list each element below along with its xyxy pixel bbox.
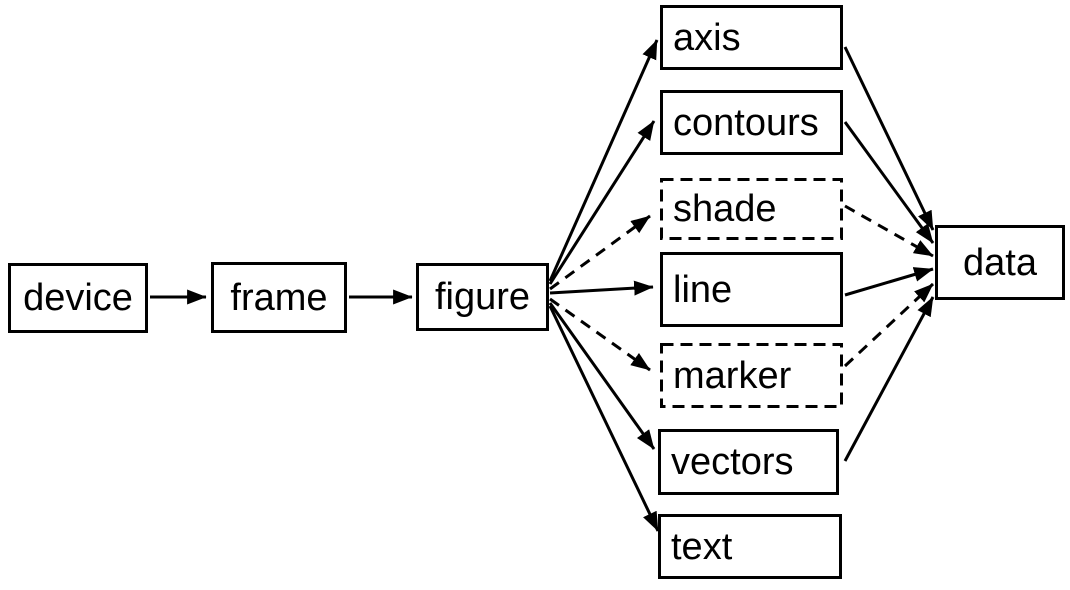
node-figure: figure	[416, 263, 549, 331]
node-line-label: line	[673, 268, 733, 311]
node-text-label: text	[671, 525, 733, 568]
node-frame: frame	[211, 262, 347, 333]
node-device-label: device	[23, 277, 133, 319]
node-marker: marker	[660, 343, 843, 408]
edge-arrows	[150, 39, 935, 532]
node-frame-label: frame	[230, 276, 328, 319]
node-marker-label: marker	[673, 354, 792, 397]
node-data-label: data	[963, 241, 1037, 284]
node-text: text	[658, 514, 842, 579]
node-line: line	[660, 252, 843, 327]
node-axis-label: axis	[673, 16, 741, 59]
node-data: data	[935, 225, 1065, 300]
node-shade-label: shade	[673, 188, 777, 230]
node-figure-label: figure	[434, 276, 531, 318]
node-vectors: vectors	[658, 429, 839, 495]
node-contours-label: contours	[673, 101, 819, 144]
node-axis: axis	[660, 5, 843, 70]
node-contours: contours	[660, 90, 843, 155]
node-vectors-label: vectors	[671, 441, 794, 483]
node-borders	[8, 5, 1065, 579]
node-shade: shade	[660, 178, 843, 240]
node-device: device	[8, 263, 148, 333]
